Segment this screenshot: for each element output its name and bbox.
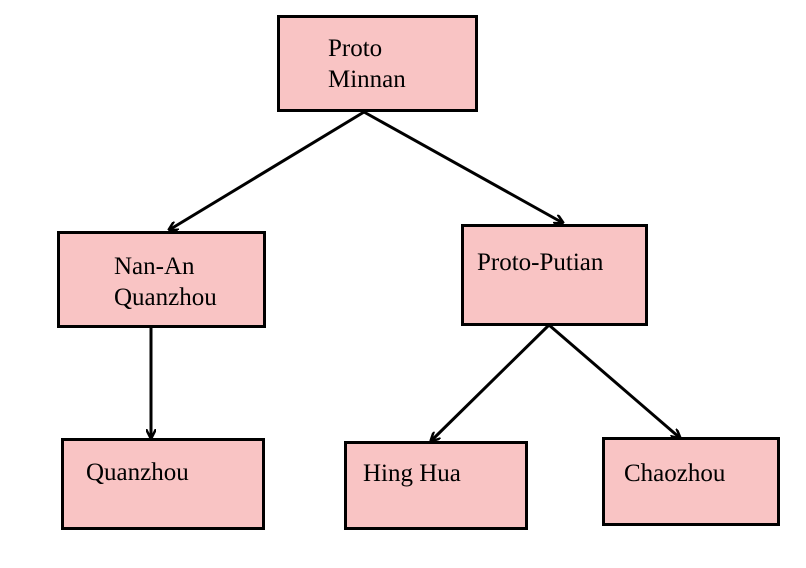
node-label-line: Proto xyxy=(328,35,383,62)
edge-proto-putian-to-hing-hua xyxy=(431,323,551,441)
node-proto-putian: Proto-Putian xyxy=(461,224,648,326)
node-label-line: Quanzhou xyxy=(114,284,217,311)
node-label-line: Hing Hua xyxy=(363,460,461,487)
node-proto-minnan: Proto Minnan xyxy=(277,15,478,112)
node-label-line: Nan-An xyxy=(114,253,195,280)
node-label-line: Chaozhou xyxy=(624,460,726,487)
node-label-line: Proto-Putian xyxy=(477,249,604,276)
node-nan-an-quanzhou: Nan-An Quanzhou xyxy=(57,231,266,328)
node-label-line: Quanzhou xyxy=(86,459,189,486)
node-quanzhou: Quanzhou xyxy=(61,438,265,530)
edge-proto-putian-to-chaozhou xyxy=(548,323,680,438)
node-label-line: Minnan xyxy=(328,66,406,93)
edge-proto-minnan-to-proto-putian xyxy=(363,110,563,223)
node-hing-hua: Hing Hua xyxy=(344,441,528,530)
node-chaozhou: Chaozhou xyxy=(602,437,780,526)
edge-proto-minnan-to-nan-an-quanzhou xyxy=(169,110,365,230)
